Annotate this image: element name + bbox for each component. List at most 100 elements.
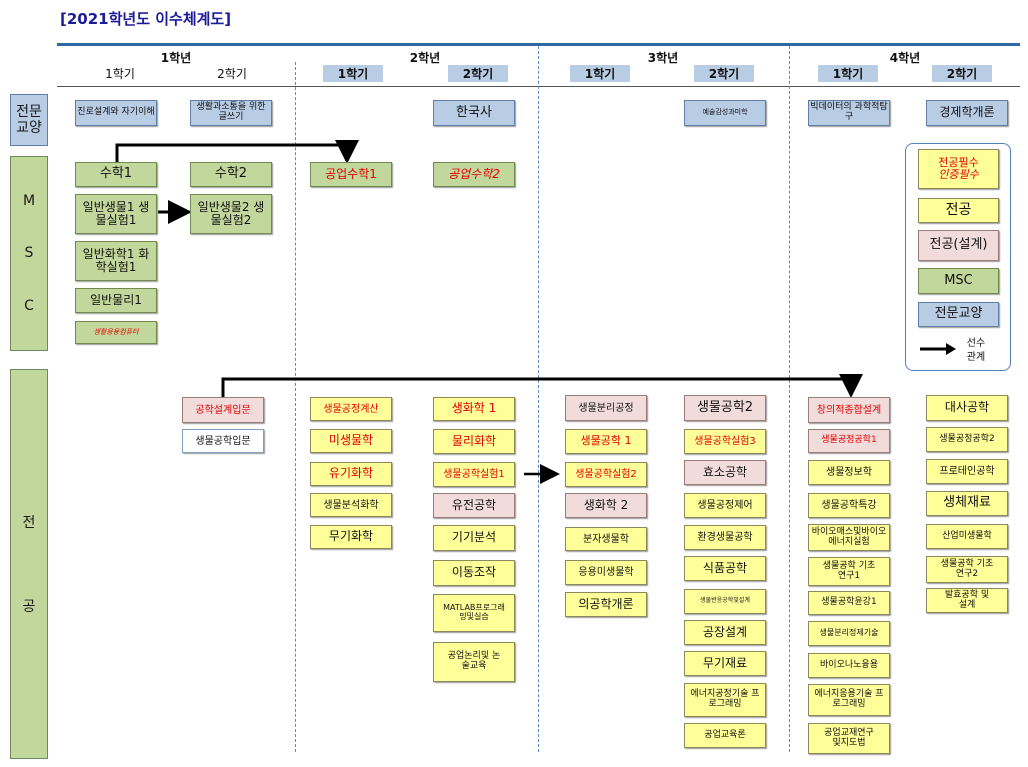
course-box[interactable]: 생물공학실험1 (433, 462, 515, 487)
legend-msc: MSC (918, 268, 999, 294)
course-box[interactable]: 생화학 2 (565, 493, 647, 518)
course-box[interactable]: 일반물리1 (75, 288, 157, 313)
course-box[interactable]: 일반화학1 화학실험1 (75, 241, 157, 281)
course-box[interactable]: 생체재료 (926, 491, 1008, 516)
category-liberal-line: 전문 (16, 103, 42, 120)
course-box[interactable]: MATLAB프로그래밍및실습 (433, 594, 515, 632)
course-box[interactable]: 대사공학 (926, 395, 1008, 421)
course-box[interactable]: 공업교육론 (684, 723, 766, 748)
course-box[interactable]: 기기분석 (433, 525, 515, 551)
course-box[interactable]: 공학설계입문 (182, 397, 264, 423)
legend-arrow-icon (920, 343, 956, 355)
year-divider (295, 62, 296, 752)
course-box[interactable]: 빅데이터의 과학적탐구 (808, 100, 890, 126)
course-box[interactable]: 공업논리및 논술교육 (433, 642, 515, 682)
course-box[interactable]: 일반생물1 생물실험1 (75, 194, 157, 234)
course-box[interactable]: 생물분리공정 (565, 395, 647, 421)
course-box[interactable]: 생물공정공학2 (926, 427, 1008, 452)
course-box[interactable]: 공업수학1 (310, 162, 392, 187)
course-box[interactable]: 생물공정계산 (310, 397, 392, 421)
course-box[interactable]: 생물공정공학1 (808, 429, 890, 453)
course-box[interactable]: 무기화학 (310, 525, 392, 549)
year-divider (789, 46, 790, 752)
course-box[interactable]: 생활과소통을 위한 글쓰기 (190, 100, 272, 126)
legend-liberal: 전문교양 (918, 302, 999, 327)
category-msc-letter: C (24, 297, 34, 314)
course-box[interactable]: 수학1 (75, 162, 157, 187)
semester-label: 2학기 (694, 65, 754, 82)
course-box[interactable]: 일반생물2 생물실험2 (190, 194, 272, 234)
semester-label: 1학기 (570, 65, 630, 82)
course-box[interactable]: 생물공학실험3 (684, 429, 766, 454)
course-box[interactable]: 생물공학특강 (808, 493, 890, 518)
course-box[interactable]: 경제학개론 (926, 100, 1008, 126)
course-box[interactable]: 응용미생물학 (565, 560, 647, 585)
course-box[interactable]: 생활응용컴퓨터 (75, 321, 157, 344)
course-box[interactable]: 미생물학 (310, 429, 392, 453)
course-box[interactable]: 발효공학 및설계 (926, 588, 1008, 613)
category-major-letter: 전 (22, 515, 36, 531)
course-box[interactable]: 생물반응공학및설계 (684, 589, 766, 614)
course-box[interactable]: 생물공학 1 (565, 429, 647, 454)
arrow-design-intro-to-capstone (221, 374, 863, 398)
course-box[interactable]: 생물공학 기초연구2 (926, 556, 1008, 583)
legend-major: 전공 (918, 198, 999, 223)
course-box[interactable]: 에너지공정기술 프로그래밍 (684, 683, 766, 717)
course-box[interactable]: 식품공학 (684, 556, 766, 581)
course-box[interactable]: 생물공학 기초연구1 (808, 557, 890, 586)
course-box[interactable]: 공업수학2 (433, 162, 515, 187)
semester-label: 1학기 (818, 65, 878, 82)
course-box[interactable]: 바이오매스및바이오에너지실험 (808, 524, 890, 551)
category-liberal: 전문 교양 (10, 94, 48, 146)
course-box[interactable]: 분자생물학 (565, 527, 647, 551)
year-label: 4학년 (889, 51, 921, 65)
course-box[interactable]: 유전공학 (433, 493, 515, 518)
course-box[interactable]: 생물공학실험2 (565, 462, 647, 487)
course-box[interactable]: 생물분석화학 (310, 493, 392, 517)
course-box[interactable]: 생물정보학 (808, 460, 890, 485)
category-major-letter: 공 (22, 599, 36, 615)
legend-required-label: 전공필수 (938, 155, 979, 169)
course-box[interactable]: 의공학개론 (565, 592, 647, 617)
year-label: 2학년 (409, 51, 441, 65)
course-box[interactable]: 생물공학윤강1 (808, 591, 890, 615)
category-msc-letter: S (24, 245, 34, 262)
course-box[interactable]: 예술감성과미학 (684, 100, 766, 126)
course-box[interactable]: 한국사 (433, 100, 515, 126)
course-box[interactable]: 환경생물공학 (684, 525, 766, 550)
course-box[interactable]: 생물공학2 (684, 395, 766, 421)
category-msc: M S C (10, 156, 48, 351)
course-box[interactable]: 생물공정제어 (684, 493, 766, 518)
course-box[interactable]: 수학2 (190, 162, 272, 187)
course-box[interactable]: 바이오나노융용 (808, 653, 890, 678)
course-box[interactable]: 산업미생물학 (926, 524, 1008, 549)
year-label: 3학년 (647, 51, 679, 65)
legend-required: 전공필수 인증필수 (918, 149, 999, 189)
course-box[interactable]: 프로테인공학 (926, 459, 1008, 484)
course-box[interactable]: 생화학 1 (433, 397, 515, 421)
header-top-line (57, 43, 1020, 46)
semester-label: 2학기 (217, 67, 247, 81)
year-label: 1학년 (160, 51, 192, 65)
course-box[interactable]: 효소공학 (684, 460, 766, 485)
course-box[interactable]: 이동조작 (433, 560, 515, 586)
arrow-math1-to-engmath1 (115, 140, 359, 164)
course-box[interactable]: 공장설계 (684, 620, 766, 645)
course-box[interactable]: 창의적종합설계 (808, 397, 890, 423)
course-box[interactable]: 무기재료 (684, 651, 766, 676)
course-box[interactable]: 진로설계와 자기이해 (75, 100, 157, 126)
legend-prereq-line: 관계 (966, 351, 986, 363)
course-box[interactable]: 공업교재연구및지도법 (808, 723, 890, 754)
course-box[interactable]: 유기화학 (310, 462, 392, 486)
semester-label: 2학기 (448, 65, 508, 82)
category-msc-letter: M (22, 193, 36, 210)
course-box[interactable]: 생물분리정제기술 (808, 621, 890, 646)
course-box[interactable]: 에너지응용기술 프로그래밍 (808, 684, 890, 716)
course-box[interactable]: 생물공학입문 (182, 429, 264, 453)
category-major: 전 공 (10, 369, 48, 759)
semester-label: 1학기 (323, 65, 383, 82)
semester-label: 2학기 (932, 65, 992, 82)
page-title: [2021학년도 이수체계도] (60, 10, 232, 28)
course-box[interactable]: 물리화학 (433, 429, 515, 454)
